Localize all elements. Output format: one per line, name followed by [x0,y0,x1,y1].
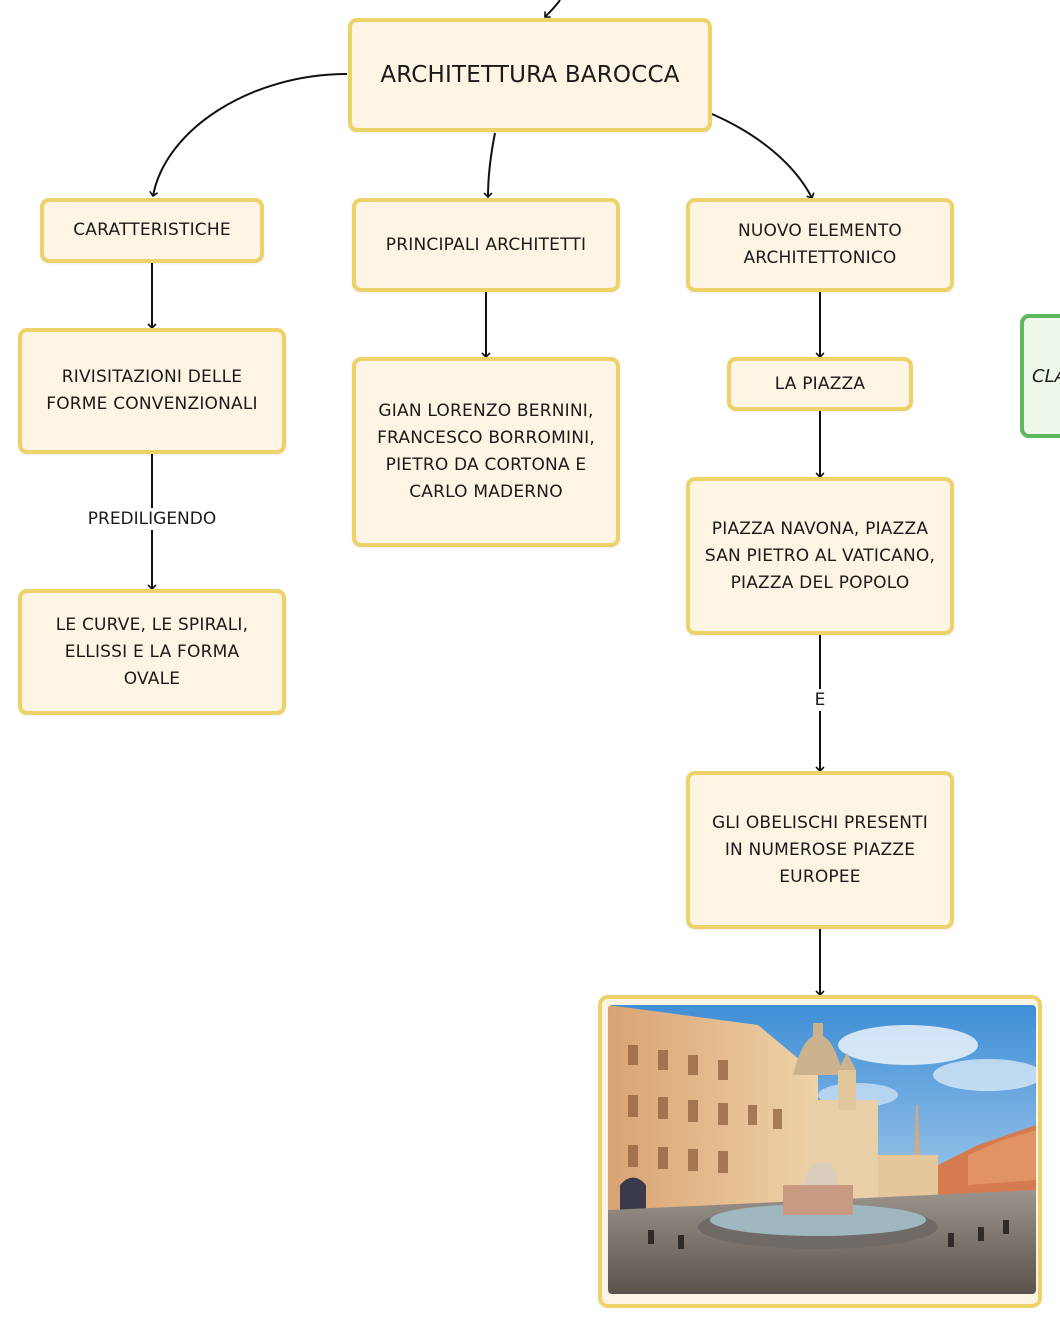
node-curve[interactable]: LE CURVE, LE SPIRALI, ELLISSI E LA FORMA… [18,589,286,715]
node-obelischi[interactable]: GLI OBELISCHI PRESENTI IN NUMEROSE PIAZZ… [686,771,954,929]
edge-incoming-root [544,0,561,18]
node-label: LA PIAZZA [774,373,866,394]
node-label: NUOVO ELEMENTO ARCHITETTONICO [737,221,902,268]
node-label: CARATTERISTICHE [73,220,231,240]
node-label: GIAN LORENZO BERNINI, FRANCESCO BORROMIN… [377,401,595,502]
node-label: PRINCIPALI ARCHITETTI [385,234,587,255]
edge-root-nuovo [711,113,815,200]
node-label: CLA [1032,365,1060,387]
node-label: RIVISITAZIONI DELLE FORME CONVENZIONALI [46,367,258,414]
edge-label-prediligendo: PREDILIGENDO [80,508,224,530]
piazza-navona-image [608,1005,1036,1294]
node-nuovo-elemento[interactable]: NUOVO ELEMENTO ARCHITETTONICO [686,198,954,292]
node-label: LE CURVE, LE SPIRALI, ELLISSI E LA FORMA… [55,614,249,689]
image-node-piazza-navona[interactable] [598,995,1042,1308]
node-offscreen-partial[interactable]: CLA [1020,314,1060,438]
node-label: PIAZZA NAVONA, PIAZZA SAN PIETRO AL VATI… [704,518,936,593]
node-architettura-barocca[interactable]: ARCHITETTURA BAROCCA [348,18,712,132]
node-label: GLI OBELISCHI PRESENTI IN NUMEROSE PIAZZ… [711,812,929,887]
node-architetti-nomi[interactable]: GIAN LORENZO BERNINI, FRANCESCO BORROMIN… [352,357,620,547]
node-piazze[interactable]: PIAZZA NAVONA, PIAZZA SAN PIETRO AL VATI… [686,477,954,635]
node-rivisitazioni[interactable]: RIVISITAZIONI DELLE FORME CONVENZIONALI [18,328,286,454]
node-label: ARCHITETTURA BAROCCA [380,61,680,88]
edge-root-caratteristiche [149,73,348,198]
node-principali-architetti[interactable]: PRINCIPALI ARCHITETTI [352,198,620,292]
node-la-piazza[interactable]: LA PIAZZA [727,357,913,411]
node-caratteristiche[interactable]: CARATTERISTICHE [40,198,264,263]
edge-root-architetti [483,132,496,199]
edge-label-e: E [810,689,830,711]
